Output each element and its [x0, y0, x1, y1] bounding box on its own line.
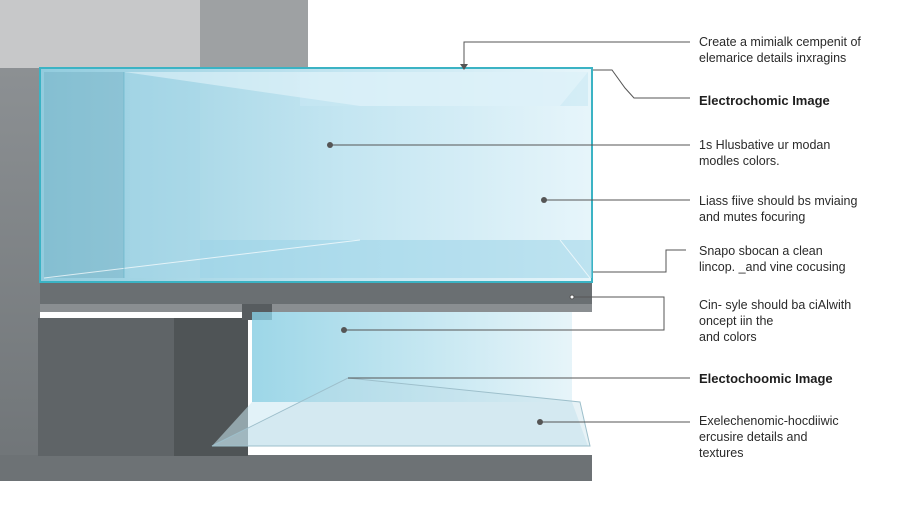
callout-label-line: modles colors. — [699, 154, 780, 168]
glass-mid-strip — [130, 72, 200, 278]
shelf-edge — [40, 304, 592, 312]
callout-label: 1s Hlusbative ur modan modles colors. — [699, 137, 830, 169]
leader-line-6 — [344, 296, 665, 331]
marker-dot — [569, 294, 575, 300]
callout-label-line: 1s Hlusbative ur modan — [699, 138, 831, 152]
leader-markers — [327, 64, 575, 425]
callout-label: Cin- syle should ba ciAlwith oncept iin … — [699, 297, 851, 345]
wall-structure — [0, 0, 592, 481]
callout-label-line: and colors — [699, 330, 757, 344]
arrow-marker — [460, 64, 468, 70]
callout-label-line: and mutes focuring — [699, 210, 806, 224]
callout-label-line: elemarice details inxragins — [699, 51, 847, 65]
callout-label-line: Exelechenomic-hocdiiwic — [699, 414, 839, 428]
leader-lines — [330, 41, 690, 423]
lower-block-face — [38, 318, 174, 456]
callout-label-line: ercusire details and — [699, 430, 808, 444]
marker-dot — [327, 142, 333, 148]
callout-label: Liass fiive should bs mviaing and mutes … — [699, 193, 857, 225]
ceiling-block-light — [0, 0, 200, 68]
leader-line-2 — [593, 69, 690, 99]
callout-label-line: textures — [699, 446, 744, 460]
callout-label: Snapo sbocan a clean lincop. _and vine c… — [699, 243, 846, 275]
leader-line-5 — [593, 249, 686, 273]
glass-corner-line — [559, 239, 591, 279]
callout-title: Electochoomic Image — [699, 371, 833, 387]
upper-glass-panel — [39, 67, 593, 283]
glass-floor-reflection — [211, 377, 591, 447]
callout-title-line: Electochoomic Image — [699, 371, 833, 386]
callout-title: Electrochomic Image — [699, 93, 830, 109]
callout-label-line: lincop. _and vine cocusing — [699, 260, 846, 274]
marker-dot — [537, 419, 543, 425]
glass-left-strip — [44, 72, 124, 278]
lower-glass-panel — [211, 312, 591, 447]
shelf-slab — [40, 282, 592, 304]
left-wall — [0, 68, 40, 480]
glass-reflection-top — [124, 72, 588, 106]
callout-label: Create a mimialk cempenit of elemarice d… — [699, 34, 861, 66]
glass-reflection-line — [43, 239, 361, 279]
floor-slab — [0, 455, 592, 481]
callout-label-line: Cin- syle should ba ciAlwith — [699, 298, 852, 312]
callout-label-line: Snapo sbocan a clean — [699, 244, 823, 258]
callout-label-line: Liass fiive should bs mviaing — [699, 194, 858, 208]
callout-title-line: Electrochomic Image — [699, 93, 830, 108]
callout-label-line: oncept iin the — [699, 314, 774, 328]
marker-dot — [341, 327, 347, 333]
callout-label-line: Create a mimialk cempenit of — [699, 35, 861, 49]
lower-glass-floor — [212, 402, 588, 446]
lower-glass-pane — [252, 312, 572, 402]
callout-label: Exelechenomic-hocdiiwic ercusire details… — [699, 413, 839, 461]
marker-dot — [541, 197, 547, 203]
leader-line-1 — [463, 41, 690, 68]
glass-lower-band — [200, 240, 592, 278]
